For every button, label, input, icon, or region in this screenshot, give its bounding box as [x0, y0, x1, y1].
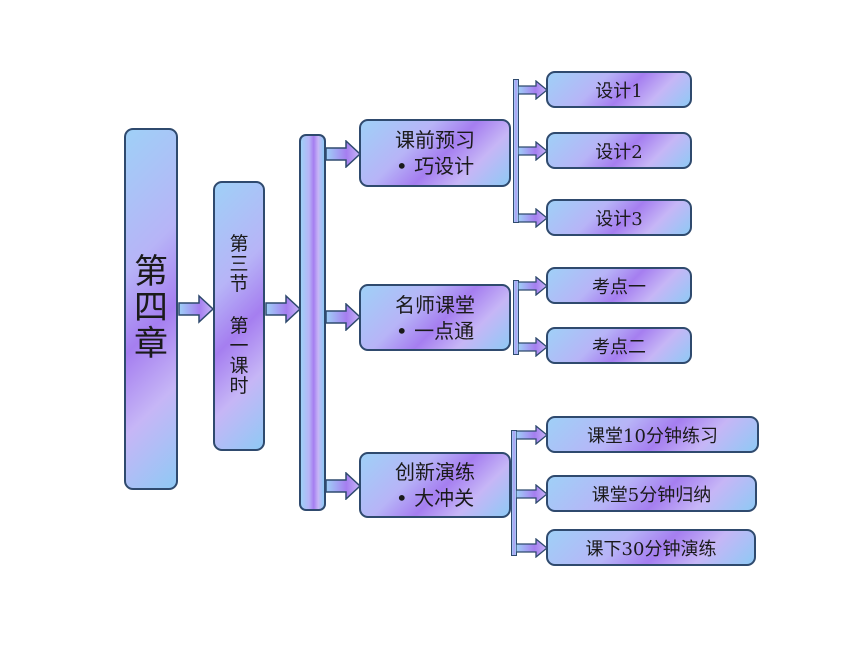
group-2-vertical-line [513, 280, 519, 355]
section-char: 一 [229, 334, 249, 357]
group-title: 名师课堂 [395, 292, 475, 317]
item-key-point-2: 考点二 [546, 327, 692, 364]
item-label: 课堂10分钟练习 [587, 425, 718, 447]
arrow-bar-to-group-1 [325, 140, 361, 168]
chapter-char: 章 [134, 323, 168, 364]
item-class-10min-exercise: 课堂10分钟练习 [546, 416, 759, 453]
vertical-connector-bar [299, 134, 326, 511]
item-label: 课下30分钟演练 [585, 538, 717, 560]
section-char: 三 [229, 253, 249, 276]
item-design-2: 设计2 [546, 132, 692, 169]
section-char: 第 [229, 233, 249, 256]
section-box: 第 三 节 第 一 课 时 [213, 181, 265, 451]
group-box-practice: 创新演练 • 大冲关 [359, 452, 511, 518]
group-title: 课前预习 [395, 128, 475, 152]
section-char: 课 [229, 354, 249, 377]
arrow-to-item [516, 484, 548, 504]
group-box-preview: 课前预习 • 巧设计 [359, 119, 511, 187]
group-title: 创新演练 [395, 460, 475, 484]
item-label: 设计1 [595, 80, 643, 102]
arrow-to-item [518, 141, 548, 161]
item-label: 课堂5分钟归纳 [591, 484, 712, 506]
chapter-box: 第 四 章 [124, 128, 178, 490]
item-label: 设计2 [595, 141, 643, 163]
item-key-point-1: 考点一 [546, 267, 692, 304]
chapter-char: 四 [134, 288, 168, 329]
item-design-3: 设计3 [546, 199, 692, 236]
arrow-to-item [518, 80, 548, 100]
section-char: 时 [229, 374, 249, 397]
group-box-lecture: 名师课堂 • 一点通 [359, 284, 511, 351]
item-after-class-30min-drill: 课下30分钟演练 [546, 529, 756, 566]
item-class-5min-summary: 课堂5分钟归纳 [546, 475, 757, 512]
item-design-1: 设计1 [546, 71, 692, 108]
arrow-to-item [516, 538, 548, 558]
arrow-bar-to-group-3 [325, 472, 361, 500]
item-label: 考点二 [592, 336, 646, 358]
item-label: 考点一 [592, 276, 646, 298]
arrow-chapter-to-section [178, 294, 214, 324]
section-char: 第 [229, 315, 249, 338]
arrow-section-to-bar [265, 294, 301, 324]
group-subtitle: • 大冲关 [395, 486, 475, 510]
group-subtitle: • 一点通 [395, 318, 475, 343]
arrow-to-item [518, 337, 548, 357]
section-char: 节 [229, 273, 249, 296]
group-subtitle: • 巧设计 [395, 154, 475, 178]
arrow-to-item [516, 425, 548, 445]
arrow-to-item [518, 208, 548, 228]
chapter-char: 第 [134, 252, 168, 293]
arrow-to-item [518, 276, 548, 296]
item-label: 设计3 [595, 208, 643, 230]
arrow-bar-to-group-2 [325, 303, 361, 331]
